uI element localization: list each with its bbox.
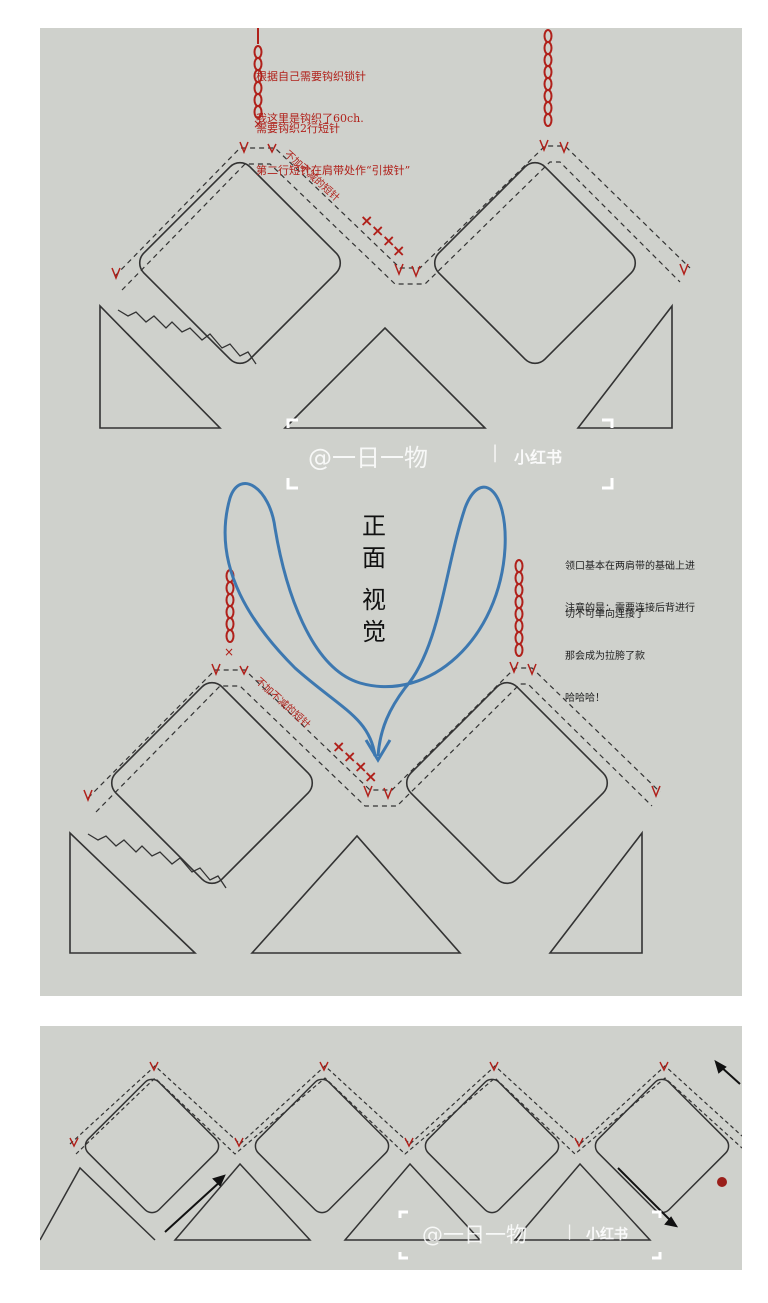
diamond-motifs-strip [84, 1078, 730, 1214]
chain-stitch-strap-right-top [543, 29, 553, 127]
note-neckline: 领口基本在两肩带的基础上进 注意的是：需要连接后背进行 [565, 561, 695, 614]
svg-text:×: × [382, 231, 395, 250]
stitch-rows-bottom [87, 667, 661, 813]
increase-marks-strip [69, 1061, 669, 1148]
back-strip-diagram-panel: @一日一物 | 小红书 [40, 1026, 742, 1270]
picot-edge-top [117, 309, 257, 365]
svg-text:×: × [332, 737, 345, 756]
watermark-separator-bottom: | [567, 1222, 573, 1240]
diamond-motifs-top [138, 161, 637, 365]
diamond-motifs-bottom [110, 681, 609, 885]
red-x-stitches-bottom: ×× ×× [332, 737, 377, 786]
back-strip-diagram [40, 1059, 742, 1260]
blue-curve-arrow-icon [223, 482, 507, 763]
increase-marks-bottom [83, 661, 661, 803]
triangle-motifs-bottom [69, 830, 643, 954]
note-warning: 切不可单向连接了 那会成为拉胯了款 哈哈哈！ [565, 609, 645, 704]
svg-text:×: × [360, 211, 373, 230]
front-view-diagram-panel: × ×× ×× [40, 28, 742, 996]
watermark-frame-bottom [398, 1210, 662, 1260]
svg-text:×: × [354, 757, 367, 776]
watermark-logo-bottom: 小红书 [586, 1227, 628, 1243]
chain-stitch-strap-left-bottom: × [224, 569, 235, 659]
picot-edge-bottom [87, 833, 227, 889]
chain-stitch-strap-right-bottom [514, 559, 524, 657]
center-label-char-3: 视 [362, 586, 386, 614]
chain-stitch-strap-left-top: × [253, 28, 263, 131]
svg-text:×: × [371, 221, 384, 240]
watermark-handle-top: @一日一物 [308, 444, 428, 472]
watermark-separator-top: | [492, 442, 499, 463]
center-label-char-1: 正 [362, 512, 386, 540]
svg-text:×: × [364, 767, 377, 786]
watermark-handle-bottom: @一日一物 [422, 1223, 527, 1247]
center-label-char-2: 面 [362, 544, 386, 572]
watermark-logo-top: 小红书 [514, 448, 563, 467]
red-dot-icon [717, 1177, 727, 1187]
triangle-motifs-strip [40, 1162, 652, 1241]
front-view-diagram: × ×× ×× [69, 28, 691, 954]
stitch-rows-strip [69, 1065, 742, 1155]
black-direction-arrow-icon [164, 1059, 741, 1233]
svg-text:×: × [224, 645, 234, 659]
red-x-stitches-top: ×× ×× [360, 211, 405, 260]
increase-marks-top [111, 139, 689, 281]
note-sc-rows: 需要钩织2行短针 第二行短针在肩带处作“引拔针” [256, 122, 411, 177]
note-chain-length: 根据自己需要钩织锁针 我这里是钩织了60ch. [256, 70, 366, 125]
svg-text:×: × [253, 117, 263, 131]
triangle-motifs-top [99, 303, 673, 429]
center-label-char-4: 觉 [362, 618, 386, 646]
svg-text:×: × [392, 241, 405, 260]
svg-text:×: × [343, 747, 356, 766]
